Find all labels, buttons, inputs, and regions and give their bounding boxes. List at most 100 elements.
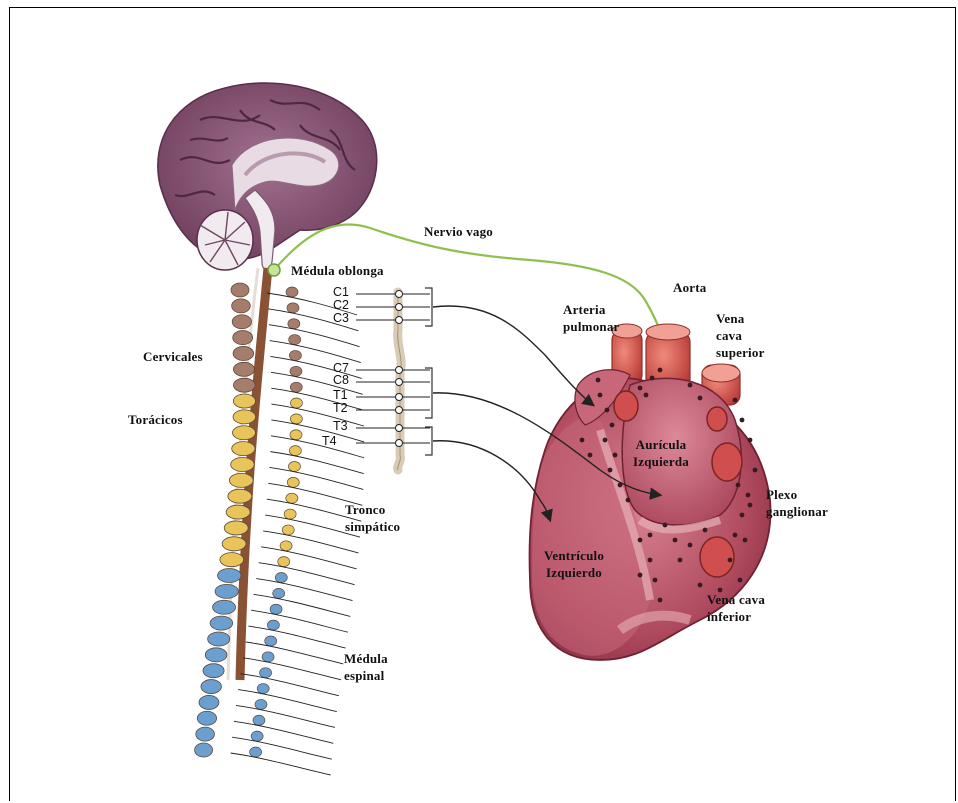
- vertebra-process: [278, 557, 290, 567]
- vertebra: [197, 711, 216, 725]
- label-auricula-izquierda: AurículaIzquierda: [633, 436, 689, 470]
- vertebra: [231, 457, 255, 471]
- vertebra-process: [255, 699, 267, 709]
- vertebra-process: [270, 604, 282, 614]
- vertebra-process: [280, 541, 292, 551]
- plexus-ganglion: [748, 438, 753, 443]
- plexus-ganglion: [580, 438, 585, 443]
- plexus-ganglion: [598, 393, 603, 398]
- vertebra-process: [288, 461, 300, 471]
- plexus-ganglion: [626, 498, 631, 503]
- label-vena-cava-inferior: Vena cavainferior: [707, 591, 765, 625]
- vertebra-process: [282, 525, 294, 535]
- vertebra: [215, 584, 238, 598]
- vertebra-process: [287, 477, 299, 487]
- vertebra: [233, 410, 256, 424]
- vertebra: [232, 299, 251, 313]
- spinal-nerve: [231, 753, 331, 775]
- vertebra-process: [290, 398, 302, 408]
- vertebra: [210, 616, 233, 630]
- vertebra-process: [286, 493, 298, 503]
- sympathetic-trunk: [356, 288, 432, 470]
- vertebra: [232, 442, 255, 456]
- plexus-ganglion: [673, 538, 678, 543]
- vertebra: [222, 537, 246, 551]
- plexus-ganglion: [743, 538, 748, 543]
- label-nervio-vago: Nervio vago: [424, 223, 493, 240]
- vertebra-process: [290, 414, 302, 424]
- plexus-ganglion: [746, 493, 751, 498]
- label-medula-oblonga: Médula oblonga: [291, 262, 384, 279]
- plexus-ganglion: [610, 423, 615, 428]
- vertebra: [203, 664, 224, 678]
- plexus-ganglion: [748, 503, 753, 508]
- vertebra: [196, 727, 215, 741]
- vertebra-process: [286, 287, 298, 297]
- vertebra: [208, 632, 230, 646]
- vertebra: [195, 743, 213, 757]
- plexus-ganglion: [658, 598, 663, 603]
- ganglion: [396, 367, 403, 374]
- plexus-ganglion: [698, 583, 703, 588]
- plexus-ganglion: [728, 558, 733, 563]
- ganglion: [396, 407, 403, 414]
- vertebra: [233, 426, 256, 440]
- vertebra-process: [260, 668, 272, 678]
- plexus-ganglion: [648, 533, 653, 538]
- brain: [158, 83, 377, 270]
- vertebra-process: [288, 319, 300, 329]
- plexus-ganglion: [740, 418, 745, 423]
- vertebra-process: [267, 620, 279, 630]
- label-toracicos: Torácicos: [128, 411, 183, 428]
- plexus-ganglion: [698, 396, 703, 401]
- vertebra: [224, 521, 248, 535]
- label-cervicales: Cervicales: [143, 348, 203, 365]
- spinal-nerve: [270, 341, 361, 363]
- vertebra: [231, 283, 249, 297]
- vertebra-process: [290, 366, 302, 376]
- vertebra-process: [289, 335, 301, 345]
- ganglion: [396, 291, 403, 298]
- vertebra: [205, 648, 227, 662]
- plexus-ganglion: [663, 523, 668, 528]
- vertebra: [233, 394, 255, 408]
- vertebra-process: [290, 382, 302, 392]
- plexus-ganglion: [638, 538, 643, 543]
- plexus-ganglion: [596, 378, 601, 383]
- spinal-nerve: [269, 325, 360, 347]
- vertebra-process: [289, 446, 301, 456]
- vertebra-process: [275, 573, 287, 583]
- plexus-ganglion: [603, 438, 608, 443]
- vertebra: [220, 553, 244, 567]
- vertebra: [199, 695, 219, 709]
- plexus-ganglion: [738, 578, 743, 583]
- vertebra: [201, 680, 222, 694]
- medulla-node: [268, 264, 280, 276]
- vertebra: [229, 473, 253, 487]
- plexus-ganglion: [644, 393, 649, 398]
- vertebra-process: [262, 652, 274, 662]
- vertebra-process: [289, 350, 301, 360]
- segment-label: T3: [333, 420, 348, 433]
- vertebra-process: [253, 715, 265, 725]
- plexus-ganglion: [753, 468, 758, 473]
- segment-label: T2: [333, 402, 348, 415]
- cerebellum: [197, 210, 253, 270]
- spinal-nerve: [271, 388, 363, 410]
- label-aorta: Aorta: [673, 279, 707, 296]
- plexus-ganglion: [736, 483, 741, 488]
- spinal-nerve: [271, 404, 363, 426]
- plexus-ganglion: [740, 513, 745, 518]
- plexus-ganglion: [638, 386, 643, 391]
- plexus-ganglion: [703, 528, 708, 533]
- plexus-ganglion: [688, 383, 693, 388]
- plexus-ganglion: [648, 558, 653, 563]
- plexus-ganglion: [678, 558, 683, 563]
- vertebra-process: [251, 731, 263, 741]
- plexus-ganglion: [658, 368, 663, 373]
